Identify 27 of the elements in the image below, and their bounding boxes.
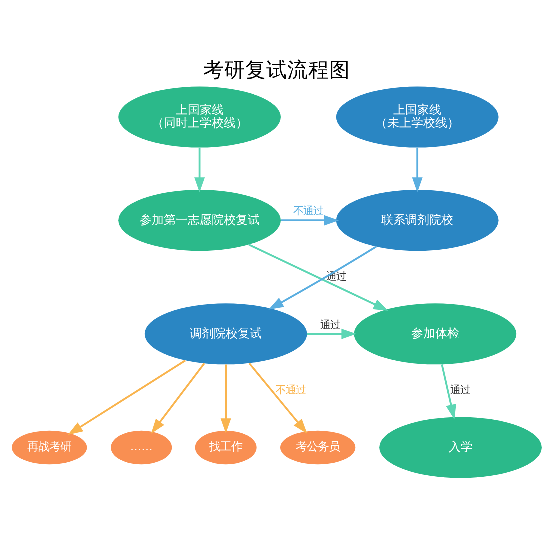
edge-label: 通过 xyxy=(450,384,470,397)
arrow xyxy=(248,362,308,434)
edge-label: 不通过 xyxy=(294,206,324,218)
node-ellipse: 联系调剂院校 xyxy=(336,190,499,252)
arrow xyxy=(248,244,389,312)
arrow xyxy=(151,363,206,434)
arrow xyxy=(268,246,377,310)
arrow xyxy=(281,215,340,226)
arrow xyxy=(307,328,357,340)
node-ellipse: 参加第一志愿院校复试 xyxy=(118,190,281,252)
node-ellipse: 上国家线 （未上学校线） xyxy=(336,86,499,148)
arrow xyxy=(194,148,206,193)
arrow xyxy=(412,148,423,193)
node-ellipse: 参加体检 xyxy=(354,304,517,365)
node-ellipse: 考公务员 xyxy=(280,430,356,465)
node-ellipse: 调剂院校复试 xyxy=(144,304,308,365)
arrow xyxy=(220,364,232,434)
node-ellipse: 上国家线 （同时上学校线） xyxy=(118,86,281,148)
node-ellipse: 再战考研 xyxy=(12,430,88,465)
node-ellipse: 找工作 xyxy=(195,430,257,465)
edge-label: 不通过 xyxy=(276,384,306,397)
arrow xyxy=(441,364,456,420)
edge-label: 通过 xyxy=(320,319,341,332)
diagram-title: 考研复试流程图 xyxy=(204,58,351,82)
node-ellipse: 入学 xyxy=(380,417,542,478)
arrow xyxy=(68,360,186,436)
node-ellipse: …… xyxy=(111,430,172,465)
